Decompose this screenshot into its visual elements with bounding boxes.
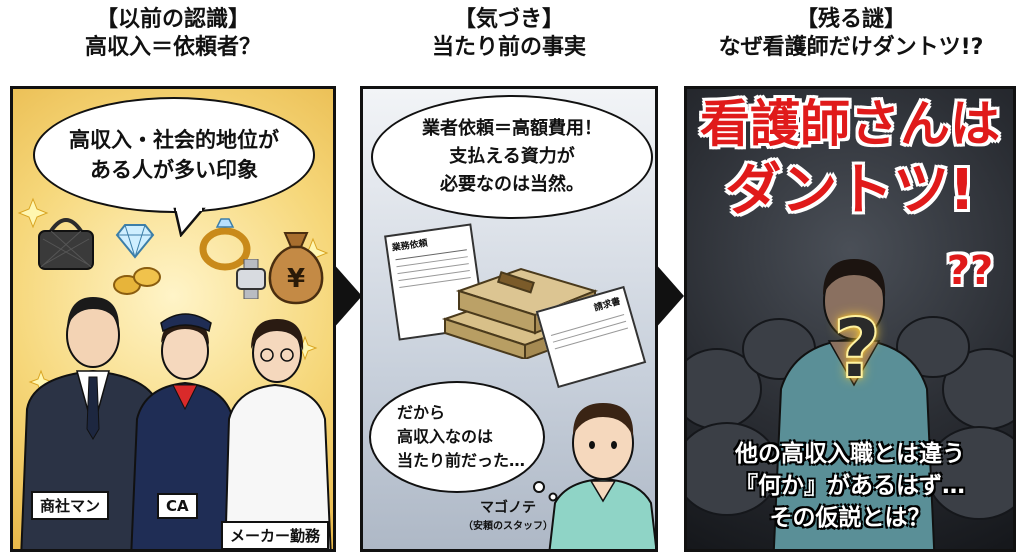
panel3-caption-line1: 他の高収入職とは違う	[735, 441, 965, 467]
panel1-heading: 【以前の認識】 高収入＝依頼者？	[8, 6, 338, 62]
panel2-speech-line2: 高収入なのは	[397, 427, 494, 446]
panel3-heading-title: 【残る謎】	[795, 7, 906, 32]
diamond-icon	[115, 224, 155, 259]
panel3-big-line1: 看護師さんは	[700, 95, 1000, 153]
coins-icon	[113, 267, 161, 295]
watch-icon	[236, 259, 266, 299]
panel3-caption-line2: 『何か』があるはず…	[735, 473, 965, 499]
panel1-bubble-line1: 高収入・社会的地位が	[69, 128, 279, 152]
gold-ring-icon	[199, 218, 251, 271]
panel1-bubble-tail	[173, 207, 206, 237]
staff-character	[548, 403, 655, 549]
garbage-bags-background	[687, 316, 1013, 520]
panel2-speech-line3: 当たり前だった…	[397, 451, 526, 470]
label-cabin-attendant: CA	[157, 493, 198, 519]
panel-previous-perception: 高収入・社会的地位が ある人が多い印象 ¥	[10, 86, 336, 552]
panel3-heading: 【残る謎】 なぜ看護師だけダントツ!?	[686, 6, 1016, 62]
panel-realization: 業者依頼＝高額費用！ 支払える資力が 必要なのは当然。 業務依頼 請求書	[360, 86, 658, 552]
panel3-question-marks: ??	[946, 248, 994, 294]
panel3-big-line2: ダントツ!	[725, 158, 975, 223]
staff-name-label: マゴノテ	[480, 500, 536, 516]
panel2-speech-bubble: 業者依頼＝高額費用！ 支払える資力が 必要なのは当然。	[371, 95, 653, 219]
panel1-speech-bubble: 高収入・社会的地位が ある人が多い印象	[33, 97, 315, 213]
money-bag-icon: ¥	[268, 232, 324, 305]
staff-name-subtitle: （安頼のスタッフ）	[463, 521, 553, 532]
panel2-bubble-line2: 支払える資力が	[449, 146, 575, 167]
panel1-heading-title: 【以前の認識】	[95, 7, 250, 32]
panel2-heading-subtitle: 当たり前の事実	[431, 35, 586, 60]
panel-remaining-mystery: ? 看護師さんは ダントツ! ?? 他の高収入職とは違う 『何か』があるはず… …	[684, 86, 1016, 552]
chest-question-mark: ?	[832, 301, 882, 398]
label-trading-company: 商社マン	[31, 491, 110, 520]
nurse-figure	[772, 259, 936, 549]
panel2-heading: 【気づき】 当たり前の事実	[344, 6, 674, 62]
arrow-1-icon	[332, 262, 362, 330]
panel3-heading-subtitle: なぜ看護師だけダントツ!?	[718, 35, 984, 60]
panel2-speech-line1: だから	[397, 403, 446, 422]
panel1-bubble-line2: ある人が多い印象	[90, 158, 258, 182]
thought-dots	[533, 481, 558, 502]
panel2-bubble-line1: 業者依頼＝高額費用！	[422, 118, 602, 139]
arrow-2-icon	[654, 262, 684, 330]
panel2-thought-bubble: だから 高収入なのは 当たり前だった…	[369, 381, 545, 493]
engineer-figure	[224, 319, 332, 549]
panel3-caption-line3: その仮説とは？	[769, 505, 931, 531]
panel2-bubble-line3: 必要なのは当然。	[440, 174, 584, 195]
panel1-heading-subtitle: 高収入＝依頼者？	[84, 35, 261, 60]
label-manufacturer: メーカー勤務	[221, 521, 330, 549]
handbag-icon	[38, 218, 94, 270]
yen-symbol: ¥	[287, 264, 305, 294]
panel2-heading-title: 【気づき】	[453, 7, 564, 32]
